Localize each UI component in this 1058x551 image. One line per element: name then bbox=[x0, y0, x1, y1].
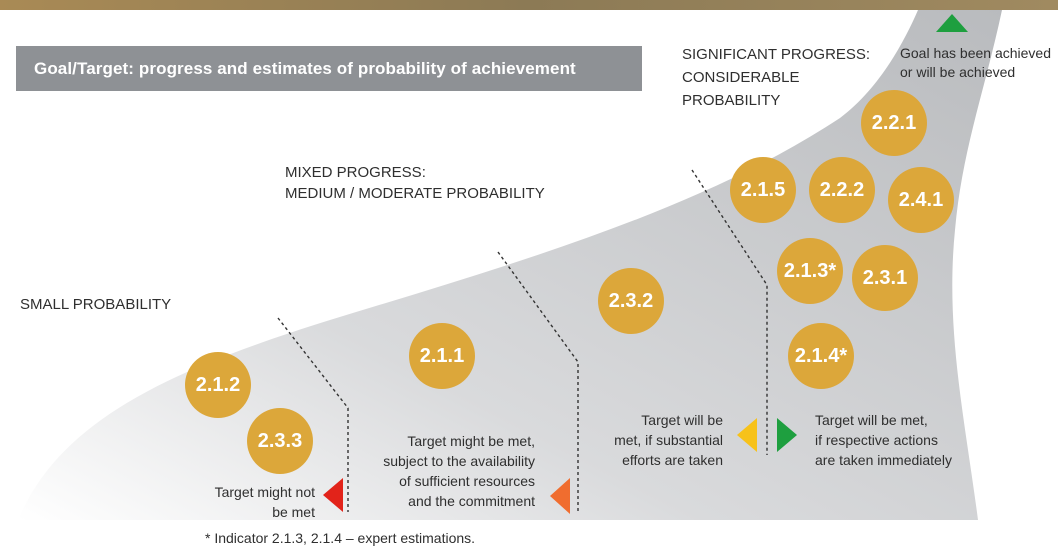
goal-label-1: Goal has been achieved bbox=[900, 45, 1051, 61]
caption-orange-1: Target might be met, bbox=[407, 433, 535, 449]
divider-2 bbox=[497, 251, 579, 512]
target-bubble-2-4-1: 2.4.1 bbox=[888, 167, 954, 233]
caption-yellow-3: efforts are taken bbox=[622, 452, 723, 468]
top-photo-strip bbox=[0, 0, 1058, 10]
target-bubble-2-1-5: 2.1.5 bbox=[730, 157, 796, 223]
arrow-markers bbox=[323, 14, 968, 514]
target-bubble-2-2-1: 2.2.1 bbox=[861, 90, 927, 156]
footnote: * Indicator 2.1.3, 2.1.4 – expert estima… bbox=[205, 530, 476, 546]
goal-label-2: or will be achieved bbox=[900, 64, 1016, 80]
orange-arrow-icon bbox=[550, 478, 570, 514]
target-bubble-2-3-2: 2.3.2 bbox=[598, 268, 664, 334]
caption-green-2: if respective actions bbox=[815, 432, 938, 448]
target-bubble-2-2-2: 2.2.2 bbox=[809, 157, 875, 223]
caption-green-3: are taken immediately bbox=[815, 452, 952, 468]
goal-arrow-icon bbox=[936, 14, 968, 32]
target-bubble-2-3-1: 2.3.1 bbox=[852, 245, 918, 311]
chart-title-bar: Goal/Target: progress and estimates of p… bbox=[16, 46, 642, 91]
caption-green-1: Target will be met, bbox=[815, 412, 928, 428]
green-arrow-icon bbox=[777, 418, 797, 452]
caption-orange-3: of sufficient resources bbox=[399, 473, 535, 489]
caption-orange-4: and the commitment bbox=[408, 493, 535, 509]
zone-label-significant-2: CONSIDERABLE bbox=[682, 69, 800, 86]
target-bubble-2-1-2: 2.1.2 bbox=[185, 352, 251, 418]
red-arrow-icon bbox=[323, 478, 343, 512]
zone-label-significant-1: SIGNIFICANT PROGRESS: bbox=[682, 46, 871, 63]
caption-red-2: be met bbox=[272, 504, 315, 520]
progress-band bbox=[18, 10, 1002, 520]
zone-label-small: SMALL PROBABILITY bbox=[20, 296, 172, 313]
divider-1 bbox=[277, 317, 349, 512]
zone-dividers bbox=[277, 169, 768, 512]
zone-label-mixed-1: MIXED PROGRESS: bbox=[285, 164, 426, 181]
caption-yellow-1: Target will be bbox=[641, 412, 723, 428]
caption-yellow-2: met, if substantial bbox=[614, 432, 723, 448]
target-bubble-2-3-3: 2.3.3 bbox=[247, 408, 313, 474]
zone-label-significant-3: PROBABILITY bbox=[682, 92, 781, 109]
caption-orange-2: subject to the availability bbox=[383, 453, 535, 469]
caption-red-1: Target might not bbox=[214, 484, 315, 500]
yellow-arrow-icon bbox=[737, 418, 757, 452]
target-bubble-2-1-1: 2.1.1 bbox=[409, 323, 475, 389]
target-bubble-2-1-3: 2.1.3* bbox=[777, 238, 843, 304]
chart-title: Goal/Target: progress and estimates of p… bbox=[34, 58, 576, 78]
zone-label-mixed-2: MEDIUM / MODERATE PROBABILITY bbox=[285, 185, 545, 202]
target-bubble-2-1-4: 2.1.4* bbox=[788, 323, 854, 389]
